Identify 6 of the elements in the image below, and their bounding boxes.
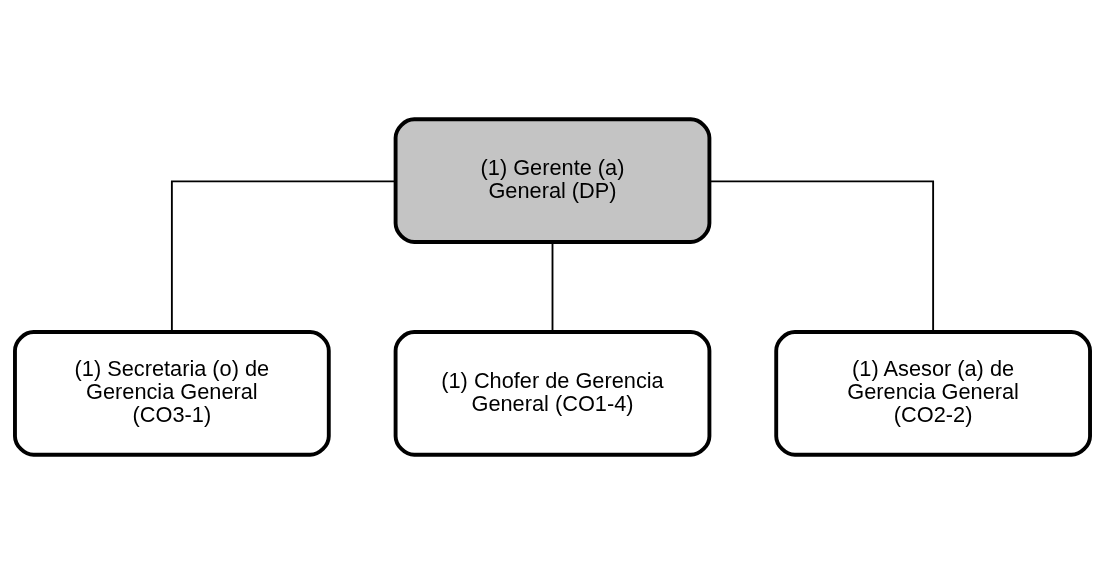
node-box: (1) Gerente (a) General (DP) — [393, 116, 712, 244]
connector — [170, 179, 397, 332]
node-box: (1) Secretaria (o) de Gerencia General (CO3-1) — [13, 329, 331, 457]
node-box: (1) Asesor (a) de Gerencia General (CO2-2) — [774, 329, 1092, 457]
node-box: (1) Chofer de Gerencia General (CO1-4) — [393, 329, 712, 457]
connector — [708, 179, 935, 332]
